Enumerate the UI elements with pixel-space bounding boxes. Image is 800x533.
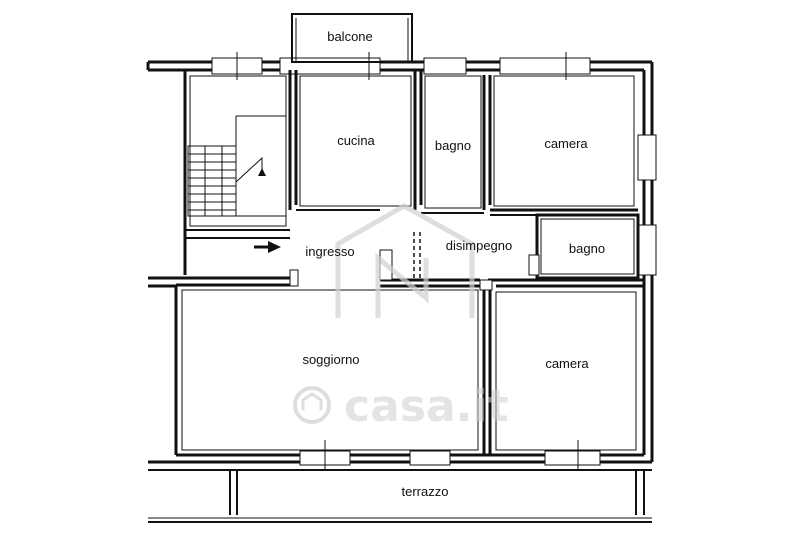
- interior-walls: [176, 70, 644, 455]
- room-label-disimpegno: disimpegno: [446, 238, 513, 253]
- room-label-terrazzo: terrazzo: [402, 484, 449, 499]
- room-label-ingresso: ingresso: [305, 244, 354, 259]
- terrazzo-area: [148, 469, 652, 523]
- room-label-camera-top: camera: [544, 136, 588, 151]
- room-label-balcone: balcone: [327, 29, 373, 44]
- room-label-bagno-small: bagno: [569, 241, 605, 256]
- watermark-logo-badge: [293, 386, 331, 424]
- balcone-area: [291, 13, 413, 63]
- entrance-arrow-icon: [254, 241, 281, 253]
- room-label-soggiorno: soggiorno: [302, 352, 359, 367]
- watermark-text: casa.it: [344, 381, 508, 432]
- staircase-icon: [187, 115, 287, 217]
- room-label-cucina: cucina: [337, 133, 375, 148]
- room-label-camera-bottom: camera: [545, 356, 589, 371]
- house-logo-icon: [335, 203, 475, 318]
- room-label-bagno-top: bagno: [435, 138, 471, 153]
